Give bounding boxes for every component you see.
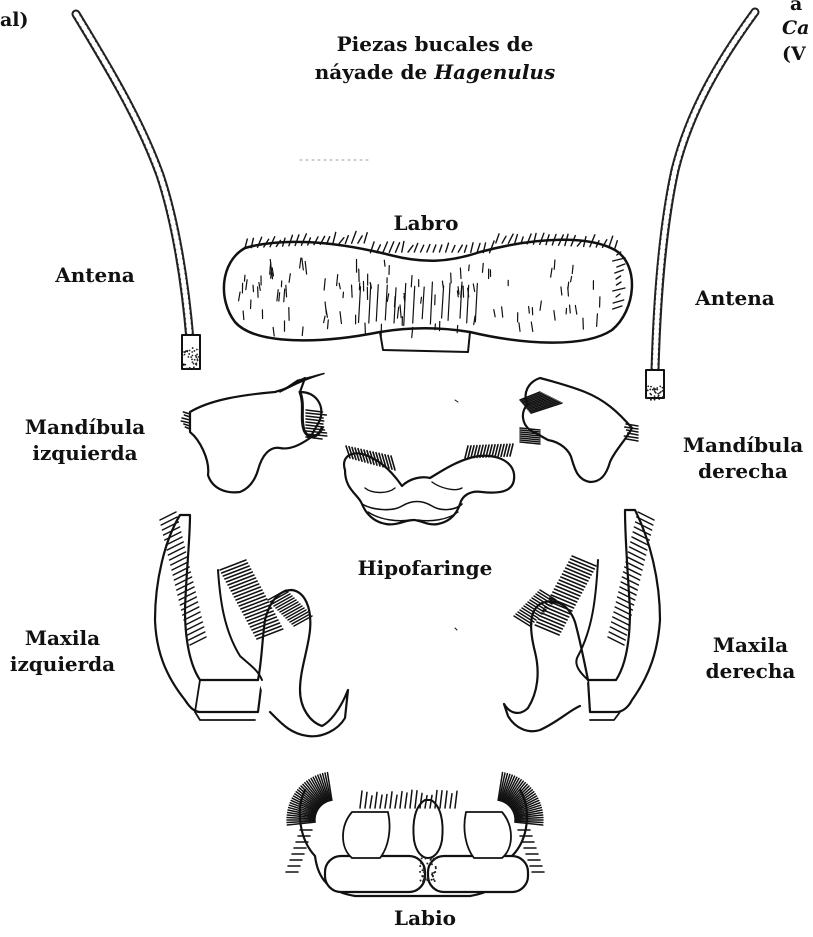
labium — [286, 773, 544, 896]
label-labio: Labio — [385, 905, 465, 931]
label-maxila-izquierda: Maxila izquierda — [0, 625, 125, 677]
label-labro: Labro — [390, 210, 462, 236]
hypopharynx — [344, 444, 514, 524]
label-mandibula-izquierda: Mandíbula izquierda — [20, 414, 150, 466]
label-antena-right: Antena — [680, 285, 790, 311]
right-antenna-base — [646, 370, 664, 398]
label-maxila-derecha: Maxila derecha — [693, 632, 808, 684]
right-mandible — [520, 378, 638, 482]
left-maxilla — [155, 512, 348, 736]
label-maxila-izquierda-line2: izquierda — [0, 651, 125, 677]
label-hipofaringe: Hipofaringe — [345, 555, 505, 581]
label-mandibula-derecha: Mandíbula derecha — [678, 432, 808, 484]
left-mandible — [181, 374, 327, 493]
label-mandibula-izquierda-line2: izquierda — [20, 440, 150, 466]
labial-palp-right — [428, 856, 528, 892]
labrum — [224, 231, 632, 352]
label-maxila-derecha-line1: Maxila — [693, 632, 808, 658]
label-mandibula-derecha-line1: Mandíbula — [678, 432, 808, 458]
label-antena-left: Antena — [40, 262, 150, 288]
right-maxilla — [504, 510, 660, 731]
label-mandibula-izquierda-line1: Mandíbula — [20, 414, 150, 440]
right-antenna — [646, 12, 755, 401]
left-antenna — [76, 14, 200, 370]
label-maxila-izquierda-line1: Maxila — [0, 625, 125, 651]
label-mandibula-derecha-line2: derecha — [678, 458, 808, 484]
labial-palp-left — [325, 856, 425, 892]
label-maxila-derecha-line2: derecha — [693, 658, 808, 684]
